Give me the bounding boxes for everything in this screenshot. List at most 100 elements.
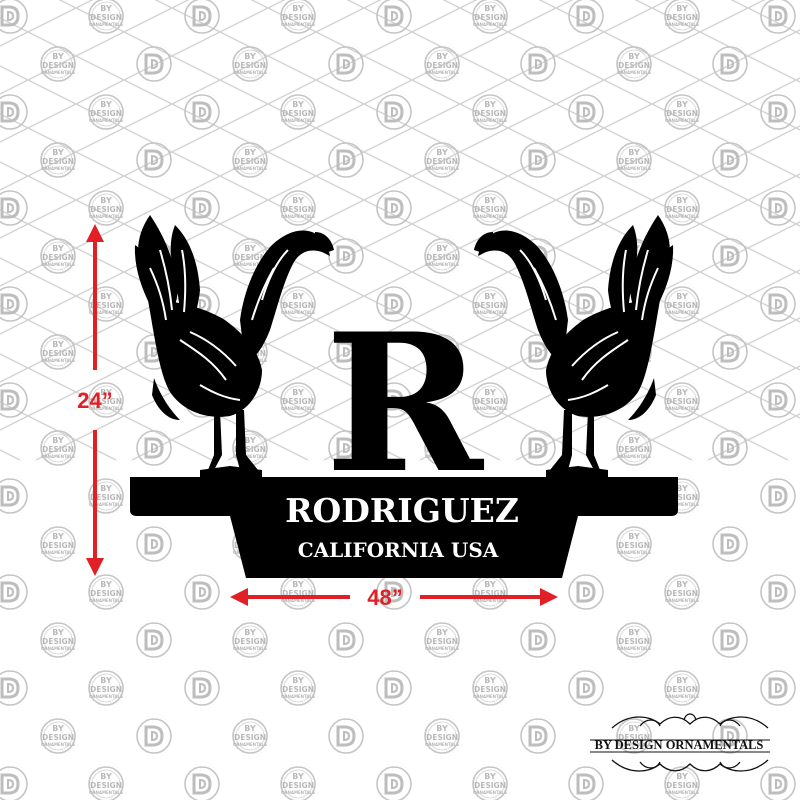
watermark-text: DESIGN: [42, 61, 74, 70]
watermark-text: BY: [628, 436, 640, 445]
watermark-text: DESIGN: [666, 109, 698, 118]
sign-name: RODRIGUEZ: [285, 491, 519, 530]
bd-monogram-icon: [567, 765, 605, 800]
watermark-text: DESIGN: [474, 589, 506, 598]
watermark-text: DESIGN: [42, 541, 74, 550]
watermark-text: ORNAMENTALS: [89, 502, 123, 507]
watermark-text: DESIGN: [618, 541, 650, 550]
watermark-text: ORNAMENTALS: [41, 742, 75, 747]
watermark-text: BY: [436, 340, 448, 349]
watermark-text: DESIGN: [42, 157, 74, 166]
watermark-text: BY: [100, 292, 112, 301]
metal-sign: R RODRIGUEZ CALIFORNIA USA: [130, 215, 678, 578]
watermark-text: BY: [292, 580, 304, 589]
bd-monogram-icon: [759, 381, 797, 419]
watermark-text: BY: [244, 436, 256, 445]
watermark-text: DESIGN: [234, 61, 266, 70]
watermark-text: DESIGN: [426, 157, 458, 166]
arrow-up-icon: [86, 224, 104, 242]
watermark-text: DESIGN: [426, 253, 458, 262]
watermark-text: BY: [100, 676, 112, 685]
bd-monogram-icon: [0, 285, 29, 323]
watermark-text: ORNAMENTALS: [617, 646, 651, 651]
bd-monogram-icon: [0, 0, 29, 35]
watermark-text: ORNAMENTALS: [425, 262, 459, 267]
watermark-text: DESIGN: [474, 781, 506, 790]
watermark-text: DESIGN: [474, 301, 506, 310]
watermark-text: ORNAMENTALS: [617, 742, 651, 747]
watermark-text: BY: [244, 148, 256, 157]
bd-monogram-icon: [0, 669, 29, 707]
watermark-text: ORNAMENTALS: [89, 22, 123, 27]
watermark-text: ORNAMENTALS: [473, 22, 507, 27]
watermark-text: DESIGN: [90, 781, 122, 790]
flourish-ornament-icon: [590, 713, 770, 772]
watermark-text: ORNAMENTALS: [473, 790, 507, 795]
watermark-text: ORNAMENTALS: [665, 310, 699, 315]
watermark-text: ORNAMENTALS: [665, 406, 699, 411]
watermark-text: ORNAMENTALS: [473, 694, 507, 699]
watermark-text: ORNAMENTALS: [617, 70, 651, 75]
watermark-text: ORNAMENTALS: [89, 118, 123, 123]
watermark-text: BY: [52, 340, 64, 349]
watermark-text: BY: [52, 244, 64, 253]
arrow-right-icon: [540, 588, 558, 606]
bd-monogram-icon: [711, 429, 749, 467]
watermark-text: ORNAMENTALS: [41, 166, 75, 171]
watermark-text: BY: [52, 436, 64, 445]
watermark-text: ORNAMENTALS: [281, 214, 315, 219]
bd-monogram-icon: [327, 717, 365, 755]
bd-monogram-icon: [183, 93, 221, 131]
bd-monogram-icon: [711, 525, 749, 563]
watermark-text: DESIGN: [234, 253, 266, 262]
watermark-text: DESIGN: [666, 589, 698, 598]
watermark-text: ORNAMENTALS: [617, 550, 651, 555]
watermark-text: DESIGN: [234, 445, 266, 454]
watermark-text: BY: [436, 52, 448, 61]
watermark-text: DESIGN: [618, 445, 650, 454]
watermark-text: DESIGN: [666, 301, 698, 310]
watermark-text: BY: [292, 388, 304, 397]
bd-monogram-icon: [327, 237, 365, 275]
watermark-text: ORNAMENTALS: [89, 406, 123, 411]
watermark-text: BY: [628, 628, 640, 637]
watermark-text: BY: [676, 4, 688, 13]
bd-monogram-icon: [519, 717, 557, 755]
watermark-text: BY: [484, 196, 496, 205]
bd-monogram-icon: [135, 45, 173, 83]
watermark-text: ORNAMENTALS: [425, 166, 459, 171]
watermark-text: ORNAMENTALS: [89, 214, 123, 219]
height-dimension: [86, 224, 104, 576]
watermark-text: DESIGN: [474, 685, 506, 694]
watermark-text: DESIGN: [666, 493, 698, 502]
bd-monogram-icon: [327, 45, 365, 83]
watermark-text: DESIGN: [282, 397, 314, 406]
bd-monogram-icon: [759, 189, 797, 227]
watermark-text: DESIGN: [426, 61, 458, 70]
watermark-text: BY: [100, 388, 112, 397]
watermark-text: DESIGN: [234, 733, 266, 742]
bd-monogram-icon: [711, 141, 749, 179]
width-dimension: [230, 588, 558, 606]
watermark-text: BY: [484, 580, 496, 589]
watermark-text: DESIGN: [666, 205, 698, 214]
bd-monogram-icon: [759, 573, 797, 611]
watermark-text: BY: [244, 244, 256, 253]
watermark-text: ORNAMENTALS: [473, 406, 507, 411]
watermark-text: ORNAMENTALS: [233, 262, 267, 267]
watermark-text: ORNAMENTALS: [665, 598, 699, 603]
watermark-text: ORNAMENTALS: [473, 118, 507, 123]
